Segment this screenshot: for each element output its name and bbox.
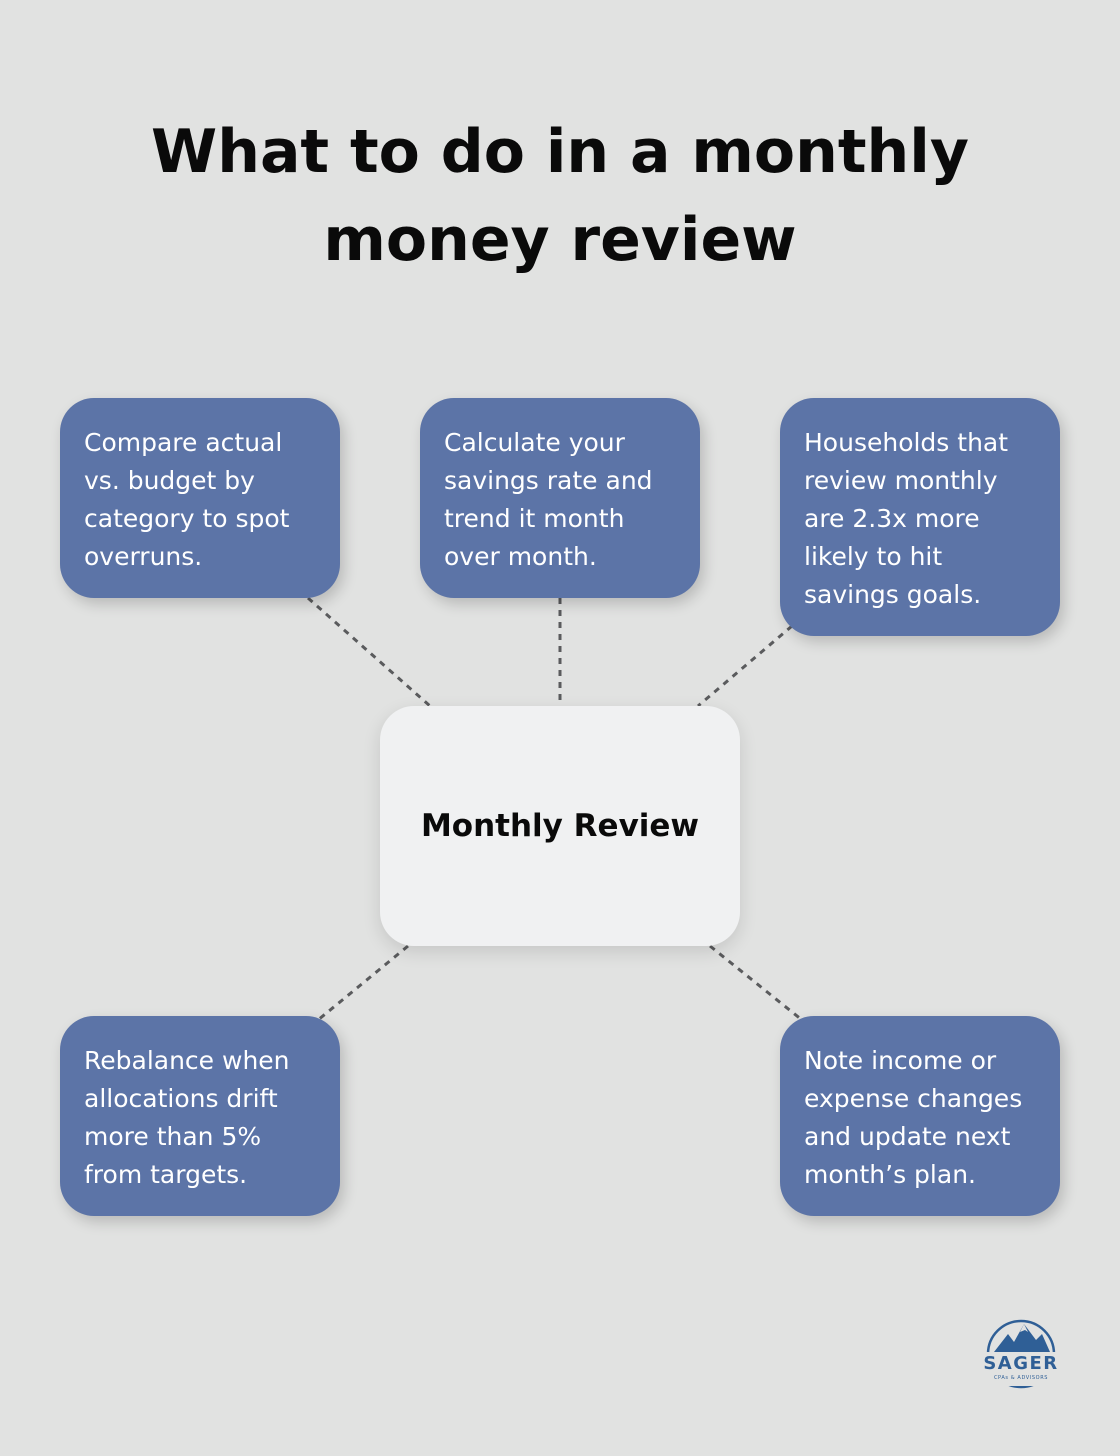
- tip-card-income-changes: Note income or expense changes and updat…: [780, 1016, 1060, 1216]
- center-node-label: Monthly Review: [420, 808, 700, 844]
- tip-card-households-stat: Households that review monthly are 2.3x …: [780, 398, 1060, 636]
- tip-card-compare-budget: Compare actual vs. budget by category to…: [60, 398, 340, 598]
- connector-line-bottom-right: [709, 944, 803, 1022]
- tip-card-rebalance: Rebalance when allocations drift more th…: [60, 1016, 340, 1216]
- tip-card-text: Rebalance when allocations drift more th…: [84, 1046, 290, 1189]
- connector-line-top-left: [307, 596, 431, 708]
- sager-logo: SAGER CPAs & ADVISORS: [983, 1319, 1058, 1389]
- connector-line-top-right: [697, 624, 793, 708]
- tip-card-text: Households that review monthly are 2.3x …: [804, 428, 1009, 609]
- center-node-monthly-review: Monthly Review: [380, 706, 740, 946]
- connector-line-bottom-left: [317, 944, 409, 1022]
- logo-tagline: CPAs & ADVISORS: [994, 1375, 1048, 1381]
- logo-name: SAGER: [983, 1353, 1058, 1374]
- mountain-icon: [994, 1324, 1050, 1352]
- tip-card-text: Compare actual vs. budget by category to…: [84, 428, 290, 571]
- tip-card-text: Note income or expense changes and updat…: [804, 1046, 1023, 1189]
- tip-card-savings-rate: Calculate your savings rate and trend it…: [420, 398, 700, 598]
- tip-card-text: Calculate your savings rate and trend it…: [444, 428, 653, 571]
- page-title: What to do in a monthly money review: [151, 117, 969, 275]
